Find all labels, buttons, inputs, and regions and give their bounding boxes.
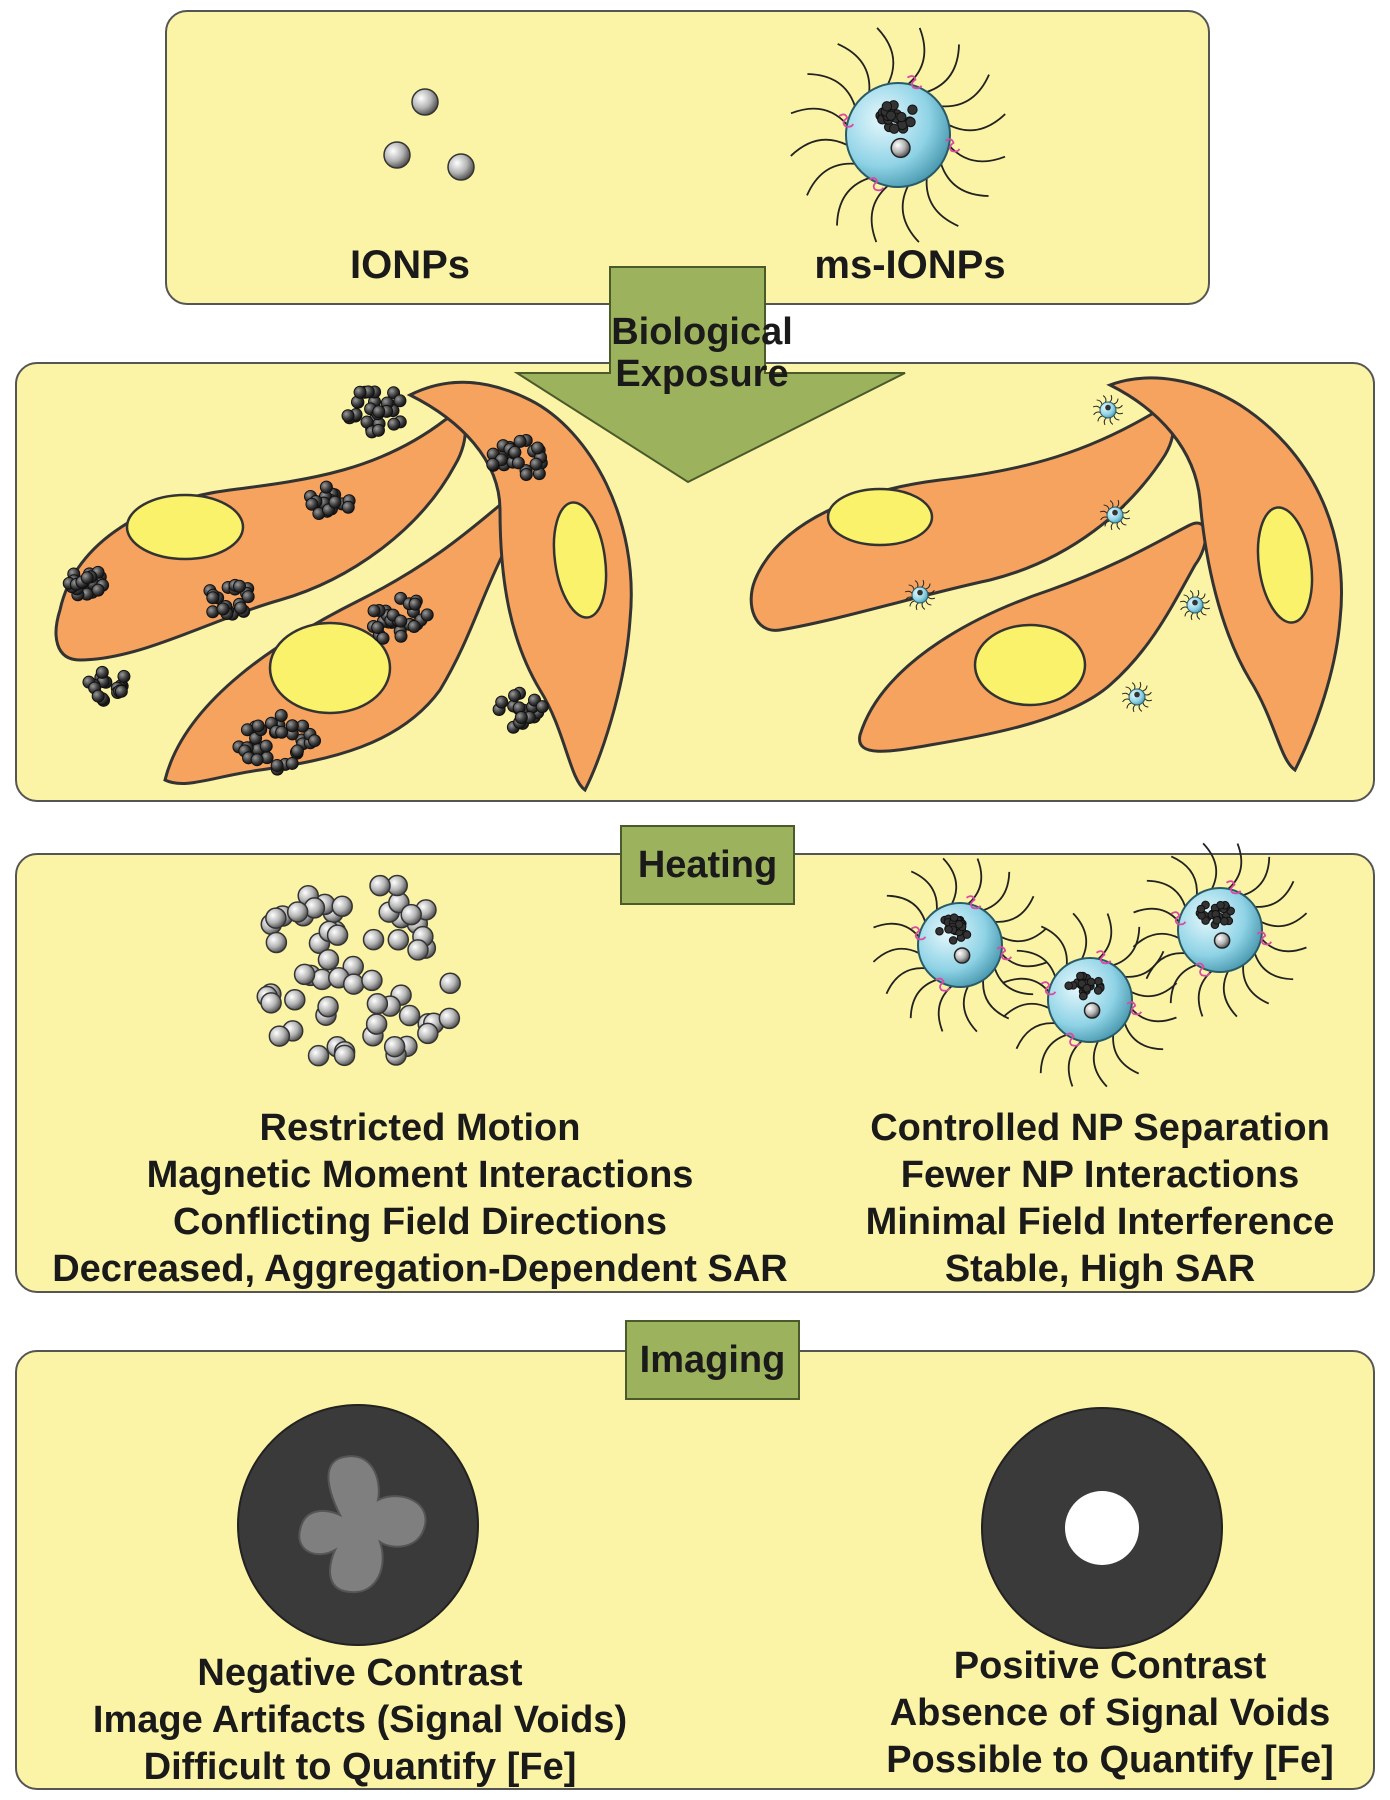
imaging-left-line: Image Artifacts (Signal Voids) <box>92 1699 628 1741</box>
imaging-right-line: Absence of Signal Voids <box>889 1692 1331 1734</box>
imaging-left-text: Negative Contrast Image Artifacts (Signa… <box>60 1650 660 1791</box>
nucleus <box>125 493 245 561</box>
ionp-aggregate <box>341 385 407 439</box>
ms-ionps-label: ms-IONPs <box>814 243 1006 287</box>
imaging-right-line: Possible to Quantify [Fe] <box>886 1739 1334 1781</box>
nucleus <box>1256 506 1314 624</box>
aggregated-ionps <box>256 874 461 1067</box>
biological-exposure-label: Biological Exposure <box>611 308 793 398</box>
heating-right-line: Minimal Field Interference <box>865 1201 1335 1243</box>
heating-right-text: Controlled NP Separation Fewer NP Intera… <box>840 1105 1360 1293</box>
cell <box>749 409 1175 632</box>
ms-ionp <box>1002 912 1178 1088</box>
imaging-left-line: Difficult to Quantify [Fe] <box>143 1746 577 1788</box>
ionp-particles <box>383 88 475 181</box>
heating-left-line: Restricted Motion <box>259 1107 581 1149</box>
heating-step-label: Heating <box>620 825 795 905</box>
ms-ionp <box>1179 589 1211 621</box>
ionp-aggregate <box>62 565 110 602</box>
ms-ionp <box>1099 499 1131 531</box>
ionp-aggregate <box>303 480 356 521</box>
ionps-label: IONPs <box>349 243 471 287</box>
biological-exposure-line2: Exposure <box>615 353 789 395</box>
cell <box>1106 376 1343 773</box>
biological-exposure-line1: Biological <box>611 311 793 353</box>
positive-contrast-image <box>981 1407 1223 1649</box>
heating-left-line: Decreased, Aggregation-Dependent SAR <box>52 1248 788 1290</box>
separated-ms-ionps <box>872 842 1308 1088</box>
ms-ionp <box>790 27 1006 243</box>
cells-with-ms-ionps <box>749 376 1343 773</box>
ionp-aggregate <box>492 686 549 734</box>
ms-ionp-particle <box>790 27 1006 243</box>
imaging-right-text: Positive Contrast Absence of Signal Void… <box>850 1643 1370 1784</box>
heating-left-text: Restricted Motion Magnetic Moment Intera… <box>20 1105 820 1293</box>
ms-ionp <box>904 579 936 611</box>
ms-ionp <box>1092 394 1124 426</box>
cell <box>406 380 633 793</box>
negative-contrast-image <box>237 1404 479 1646</box>
ms-ionp <box>1121 681 1153 713</box>
imaging-right-line: Positive Contrast <box>953 1645 1267 1687</box>
heating-left-line: Conflicting Field Directions <box>172 1201 668 1243</box>
ionp-aggregate <box>232 708 322 776</box>
cells-with-aggregated-ionps <box>54 380 633 793</box>
ionp-aggregate <box>203 578 255 621</box>
top-panel <box>165 10 1210 305</box>
ionp-aggregate <box>82 665 131 707</box>
heating-right-line: Stable, High SAR <box>944 1248 1256 1290</box>
heating-panel <box>15 853 1375 1293</box>
nucleus <box>268 621 392 715</box>
ionp-aggregate <box>366 591 434 645</box>
imaging-left-line: Negative Contrast <box>197 1652 523 1694</box>
nucleus <box>973 623 1087 707</box>
nucleus <box>552 501 608 619</box>
imaging-step-label: Imaging <box>625 1320 800 1400</box>
heating-right-line: Fewer NP Interactions <box>900 1154 1300 1196</box>
ionp-aggregate <box>486 433 548 482</box>
ms-ionp <box>872 857 1048 1033</box>
heating-left-line: Magnetic Moment Interactions <box>146 1154 694 1196</box>
biological-exposure-arrow <box>513 266 906 484</box>
heating-right-line: Controlled NP Separation <box>870 1107 1330 1149</box>
ms-ionp <box>1132 842 1308 1018</box>
cell <box>54 415 467 662</box>
nucleus <box>826 487 934 547</box>
